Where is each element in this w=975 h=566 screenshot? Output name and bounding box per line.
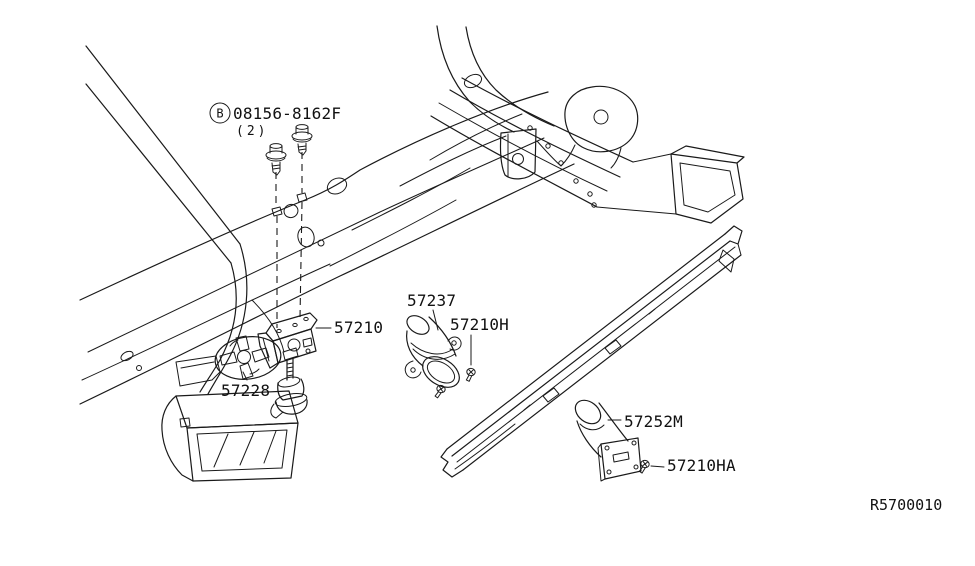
label-57228[interactable]: 57228	[221, 381, 270, 400]
lightening-hole	[463, 73, 483, 89]
rail-slot	[604, 339, 622, 355]
rail-tube-end-right	[596, 145, 745, 224]
bolt-alignment-line	[299, 152, 303, 319]
bracket-57252m: 57252M	[574, 399, 683, 482]
leader-line	[432, 309, 439, 331]
mount-hole	[296, 192, 308, 203]
lightening-hole	[326, 177, 348, 195]
wing-plate-57228: 57228	[214, 335, 282, 400]
rail-slot	[542, 387, 560, 403]
lightening-hole	[297, 226, 315, 248]
label-57210[interactable]: 57210	[334, 318, 383, 337]
rail-tube-end-left	[161, 390, 299, 482]
mount-hole	[179, 417, 191, 428]
hanger-hook	[270, 403, 284, 419]
label-57210h[interactable]: 57210H	[450, 315, 509, 334]
bolt-hole	[317, 239, 325, 247]
screw-57210ha: 57210HA	[637, 456, 736, 475]
sill-crossmember-rail	[440, 225, 743, 478]
screw-icon	[465, 367, 477, 383]
leader-line	[242, 371, 248, 381]
mount-hole	[271, 206, 283, 217]
circled-letter-b	[209, 102, 231, 124]
leader-line	[650, 465, 665, 468]
mount-hole	[512, 153, 524, 165]
bolt-callout: B 08156-8162F (2)	[209, 102, 341, 328]
lightening-hole	[283, 203, 299, 219]
bolt-circled-letter: B	[216, 107, 223, 121]
screw-57210h: 57210H	[450, 315, 509, 383]
guide-cone-57237: 57237	[404, 291, 462, 400]
flange-bolt-icon	[291, 124, 313, 156]
drawing-reference: R5700010	[870, 496, 942, 514]
flange-bolt-icon	[265, 143, 287, 176]
bolt-alignment-line	[275, 172, 278, 328]
side-rail-right	[399, 25, 745, 224]
lightening-hole	[120, 350, 134, 362]
bolt-hole	[136, 365, 142, 371]
bolt-part-number-label[interactable]: 08156-8162F	[233, 104, 341, 123]
flange-slot	[612, 451, 630, 463]
label-57252m[interactable]: 57252M	[624, 412, 683, 431]
label-57237[interactable]: 57237	[407, 291, 456, 310]
mount-hole	[593, 109, 609, 125]
bolt-quantity-label: (2)	[236, 124, 268, 139]
label-57210ha[interactable]: 57210HA	[667, 456, 736, 475]
body-mount-bracket	[499, 85, 639, 180]
